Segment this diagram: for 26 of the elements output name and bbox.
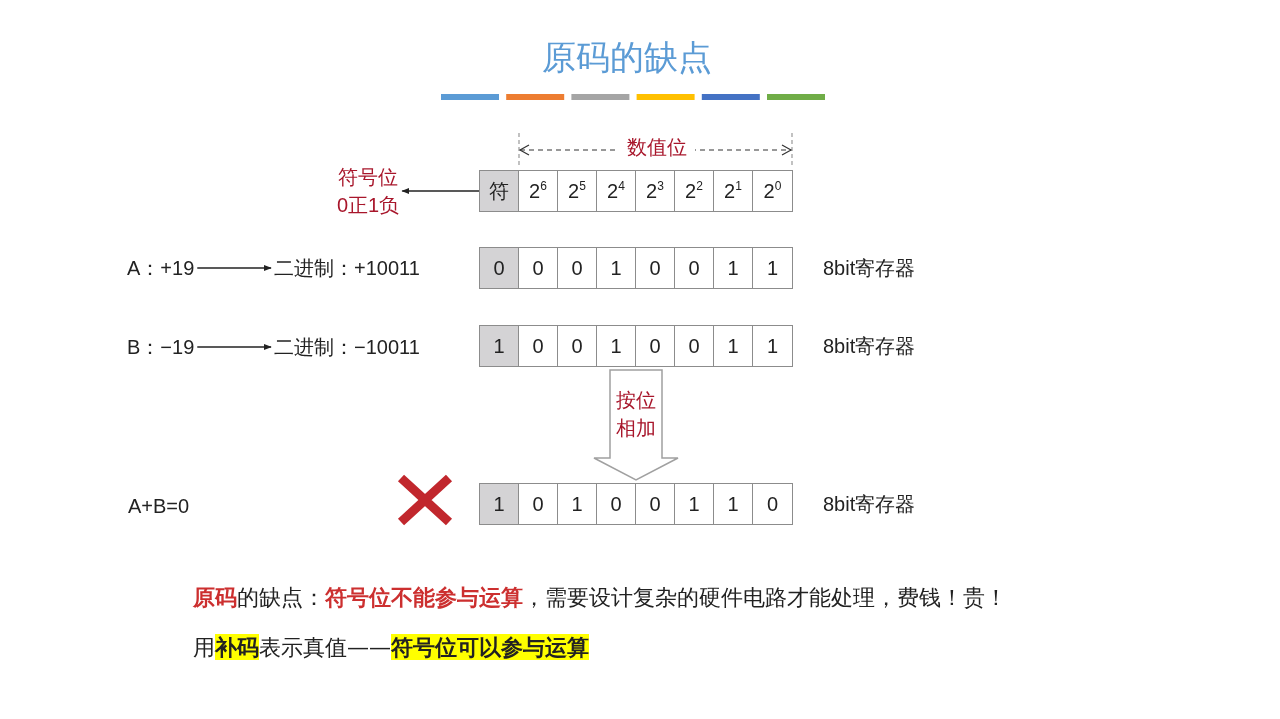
- register-label: 8bit寄存器: [823, 492, 916, 517]
- register: [479, 325, 793, 367]
- sign-rule-label: 0正1负: [337, 193, 400, 218]
- sign-bit-cell: 1: [480, 484, 519, 524]
- arrow: [196, 264, 272, 272]
- slide-title: 原码的缺点: [542, 37, 712, 77]
- register: [479, 247, 793, 289]
- arrow: [401, 187, 481, 195]
- equation-text: A+B=0: [128, 494, 190, 519]
- sign-bit-cell: 1: [480, 326, 519, 366]
- register-label: 8bit寄存器: [823, 334, 916, 359]
- decimal-value-text: A：+19: [127, 254, 195, 282]
- register: [479, 483, 793, 525]
- register-label: 8bit寄存器: [823, 256, 916, 281]
- register: [479, 170, 793, 212]
- decimal-value-text: B：−19: [127, 333, 195, 361]
- arrow: [196, 343, 272, 351]
- binary-value-text: 二进制：−10011: [274, 333, 420, 361]
- sign-bit-cell: 符: [480, 171, 519, 211]
- edge-label: 按位相加: [615, 388, 657, 441]
- block-arrow: [593, 369, 679, 481]
- binary-value-text: 二进制：+10011: [274, 254, 420, 282]
- note-sentence: 原码的缺点：符号位不能参与运算，需要设计复杂的硬件电路才能处理，费钱！贵！: [193, 582, 1007, 612]
- sign-bit-label: 符号位: [337, 165, 400, 190]
- sign-bit-cell: 0: [480, 248, 519, 288]
- conclusion-sentence: 用补码表示真值——符号位可以参与运算: [193, 632, 589, 662]
